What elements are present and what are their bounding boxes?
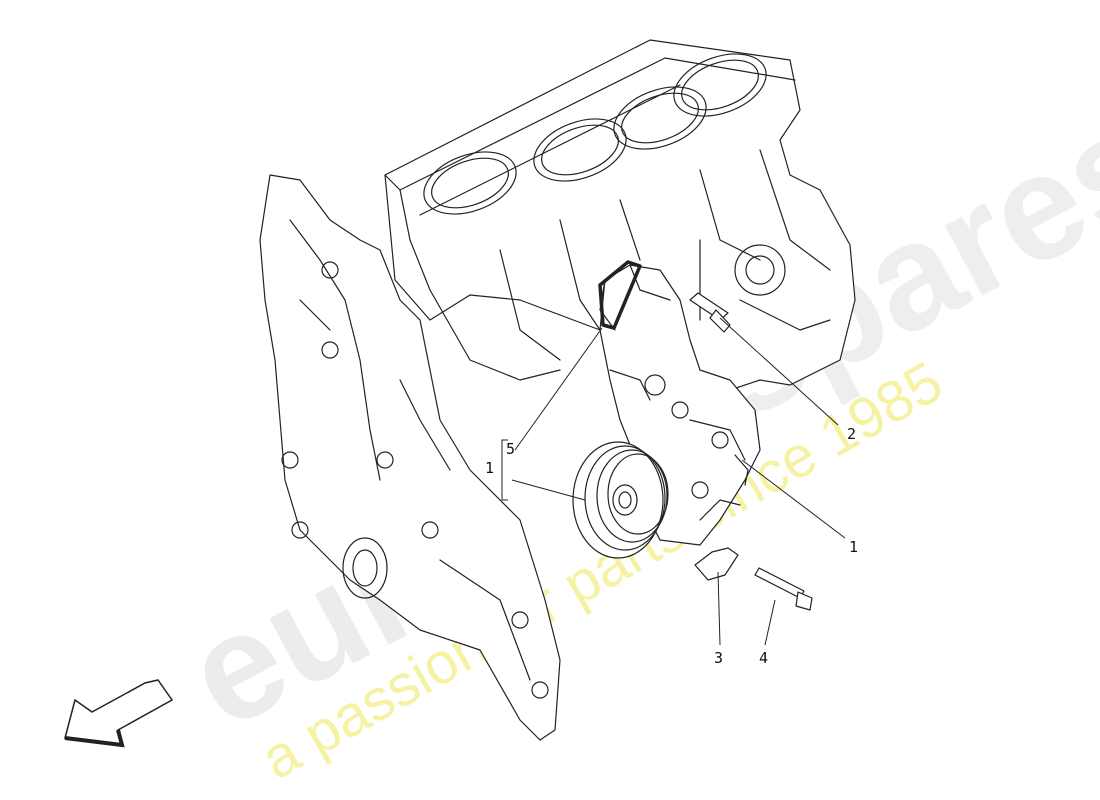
bolt-item-4 bbox=[754, 567, 813, 611]
pump-gasket bbox=[598, 260, 642, 330]
water-pump-housing bbox=[599, 264, 761, 546]
water-pump-pulley bbox=[572, 441, 669, 559]
leader-lines bbox=[501, 317, 846, 646]
callout-5[interactable]: 5 bbox=[506, 440, 516, 458]
callout-4[interactable]: 4 bbox=[759, 649, 769, 667]
bolt-item-2 bbox=[689, 292, 731, 333]
clip-item-3 bbox=[694, 547, 739, 581]
callout-1-group[interactable]: 1 bbox=[485, 459, 495, 477]
front-direction-arrow-icon bbox=[64, 679, 174, 748]
callout-2[interactable]: 2 bbox=[847, 425, 857, 443]
callout-3[interactable]: 3 bbox=[714, 649, 724, 667]
engine-block bbox=[384, 39, 856, 401]
timing-cover bbox=[259, 174, 561, 741]
callout-1-right[interactable]: 1 bbox=[849, 538, 859, 556]
